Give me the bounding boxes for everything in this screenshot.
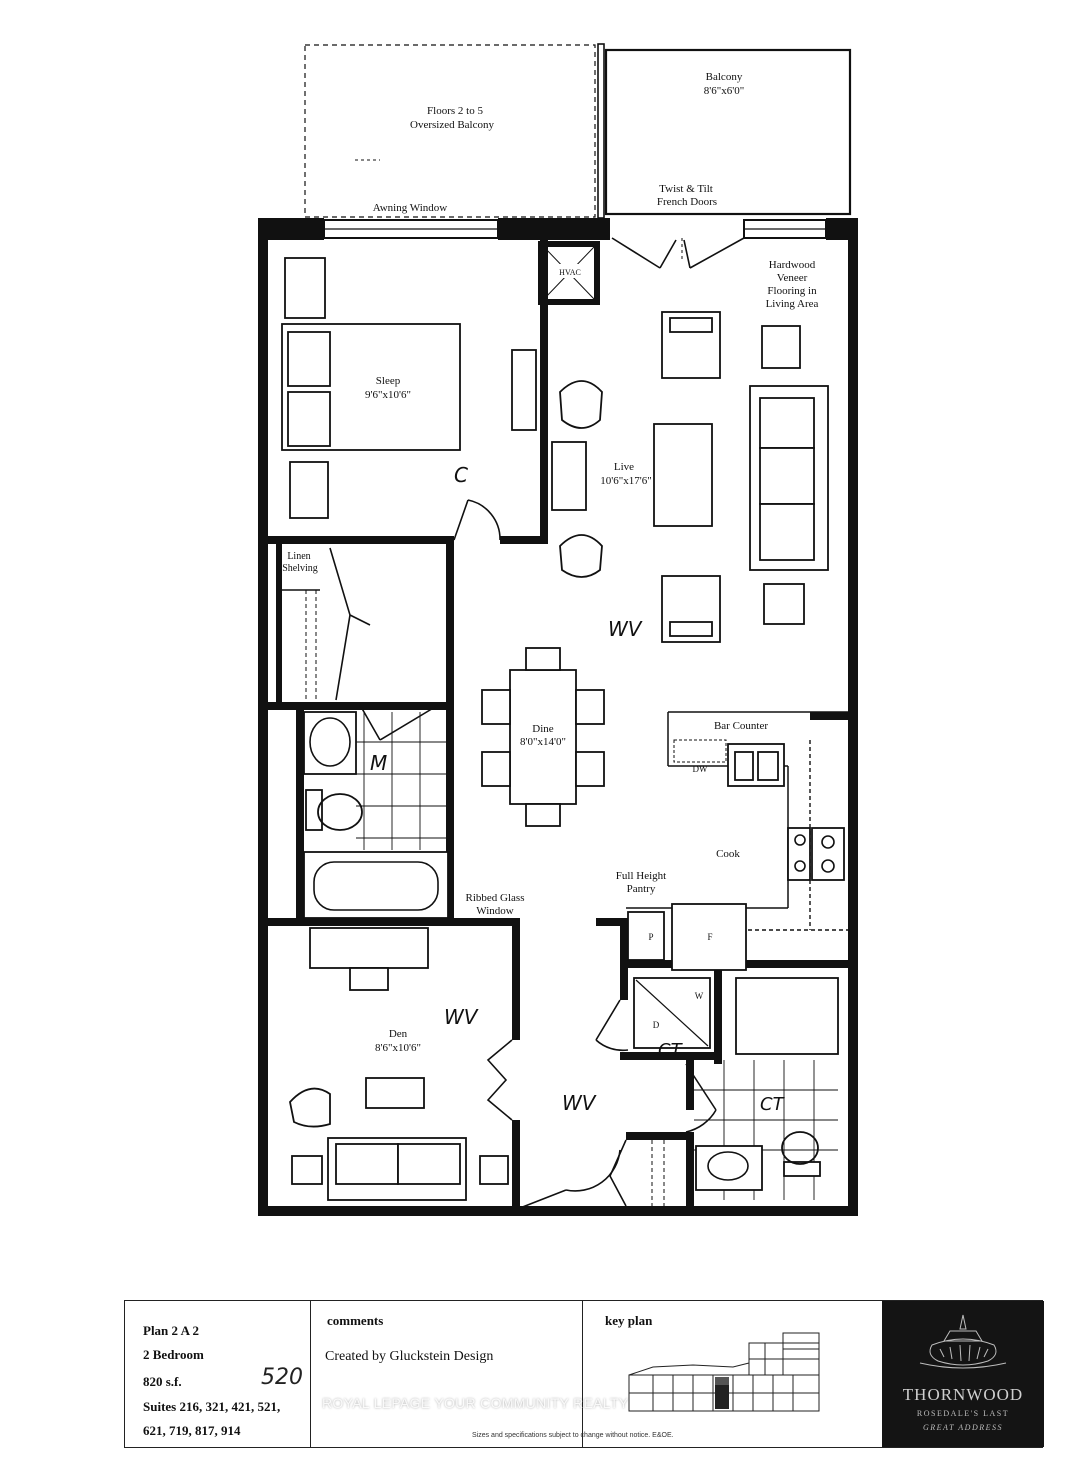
thornwood-logo: THORNWOOD ROSEDALE'S LAST GREAT ADDRESS [882,1301,1044,1447]
fridge-f-label: F [707,932,712,942]
realty-watermark: ROYAL LEPAGE YOUR COMMUNITY REALTY [322,1395,629,1411]
sleep-dimension: 9'6"x10'6" [365,389,411,401]
hardwood-label-3: Flooring in [767,285,817,297]
door-swings [359,499,717,1209]
key-plan-diagram [628,1332,820,1412]
oversized-balcony-label-2: Oversized Balcony [410,119,494,131]
balcony-dimension: 8'6"x6'0" [704,85,744,97]
dine-label: Dine [532,723,554,735]
key-plan-label: key plan [605,1313,653,1328]
den-label: Den [389,1028,408,1040]
suites-line-2: 621, 719, 817, 914 [143,1423,241,1438]
laundry-ensuite [609,977,839,1207]
hardwood-label-1: Hardwood [769,259,816,271]
title-block: Plan 2 A 2 2 Bedroom 820 s.f. 520 Suites… [124,1300,1044,1448]
handwritten-wv-hall: WV [562,1091,597,1115]
handwritten-ct-bath: CT [760,1094,786,1115]
hvac-label: HVAC [559,268,581,277]
den-dimension: 8'6"x10'6" [375,1042,421,1054]
oversized-balcony-outline [304,44,596,218]
pantry-label-2: Pantry [627,883,656,895]
main-bathroom [303,711,449,919]
pantry-p-label: P [648,932,653,942]
balcony-divider [597,43,605,219]
washer-w-label: W [695,991,704,1001]
den-furniture [289,927,509,1201]
comments-label: comments [327,1313,384,1328]
handwritten-suite: 520 [261,1365,303,1390]
balcony-area [304,43,852,219]
ribbed-glass-label-1: Ribbed Glass [466,892,525,904]
bedroom-furniture [281,257,537,519]
dryer-d-label: D [653,1020,660,1030]
plan-labels: Floors 2 to 5 Oversized Balcony Balcony … [282,71,818,1054]
dishwasher-label: DW [693,764,708,774]
square-footage: 820 s.f. [143,1374,182,1389]
dining-furniture [481,647,605,827]
key-plan-cell: key plan [583,1301,882,1447]
oversized-balcony-label-1: Floors 2 to 5 [427,105,483,117]
handwritten-m: M [370,751,387,775]
handwritten-ct-laundry: CT [658,1040,684,1061]
comments-cell: comments Created by Gluckstein Design [311,1301,583,1447]
plan-info-cell: Plan 2 A 2 2 Bedroom 820 s.f. 520 Suites… [125,1301,311,1447]
logo-tagline-1: ROSEDALE'S LAST [916,1409,1010,1418]
key-plan-disclaimer: Sizes and specifications subject to chan… [472,1432,674,1439]
handwritten-wv-den: WV [444,1005,479,1029]
cook-label: Cook [716,848,740,860]
pantry-label-1: Full Height [616,870,666,882]
bedroom-count: 2 Bedroom [143,1347,204,1362]
french-doors [611,237,745,269]
logo-tagline-2: GREAT ADDRESS [922,1423,1003,1432]
linen-label-2: Shelving [282,563,318,574]
handwritten-wv-live: WV [608,617,643,641]
ribbed-glass-label-2: Window [476,905,513,917]
living-furniture [551,311,829,643]
balcony-label: Balcony [706,71,743,83]
hardwood-label-2: Veneer [777,272,808,284]
thornwood-emblem [919,1314,1007,1369]
live-dimension: 10'6"x17'6" [600,475,651,487]
bar-counter-label: Bar Counter [714,720,768,732]
live-label: Live [614,461,634,473]
plan-name: Plan 2 A 2 [143,1323,199,1338]
handwritten-c: C [454,463,468,487]
kitchen [627,739,845,971]
exterior-walls [258,218,858,1216]
sleep-label: Sleep [376,375,401,387]
dine-dimension: 8'0"x14'0" [520,736,566,748]
french-doors-label-1: Twist & Tilt [659,183,713,195]
logo-name: THORNWOOD [902,1385,1024,1404]
awning-window-label: Awning Window [373,202,447,214]
created-by: Created by Gluckstein Design [325,1349,494,1364]
suites-line-1: Suites 216, 321, 421, 521, [143,1399,281,1414]
linen-label-1: Linen [287,551,310,562]
handwritten-annotations: C WV M WV WV CT CT [370,463,786,1115]
french-doors-label-2: French Doors [657,196,717,208]
hardwood-label-4: Living Area [766,298,819,310]
